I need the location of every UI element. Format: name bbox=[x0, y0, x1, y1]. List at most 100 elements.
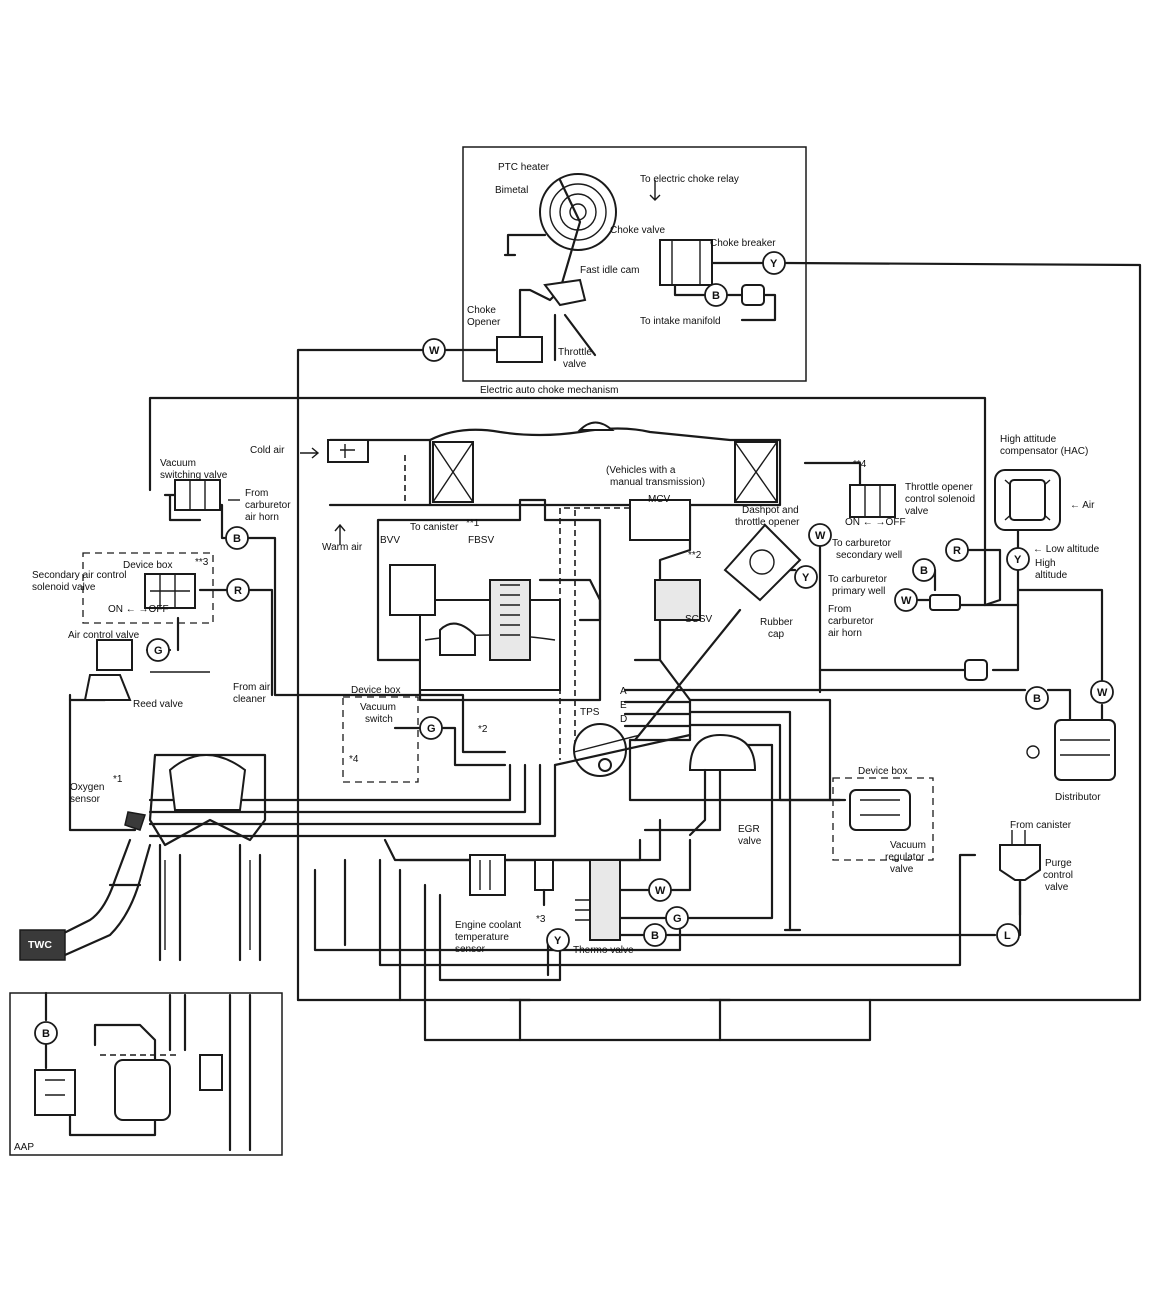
label-port-d: D bbox=[620, 714, 627, 725]
label-vacuum-regulator-2: regulator bbox=[885, 852, 925, 863]
tag-w-distributor: W bbox=[1090, 680, 1114, 704]
label-vehicles-mt: (Vehicles with a bbox=[606, 465, 676, 476]
label-vacuum-switching-valve-2: switching valve bbox=[160, 470, 228, 481]
svg-text:R: R bbox=[234, 585, 242, 597]
secondary-air-solenoid bbox=[144, 573, 196, 609]
label-star3-bottom: *3 bbox=[536, 914, 546, 925]
carburetor-body bbox=[376, 498, 842, 862]
svg-text:Y: Y bbox=[1014, 554, 1022, 566]
label-thermo-valve: Thermo valve bbox=[573, 945, 634, 956]
label-aap: AAP bbox=[14, 1142, 34, 1153]
label-throttle-opener-2: control solenoid bbox=[905, 494, 975, 505]
label-device-box-mid: Device box bbox=[351, 685, 400, 696]
label-from-air-cleaner-2: cleaner bbox=[233, 694, 266, 705]
svg-text:Y: Y bbox=[554, 935, 562, 947]
device-box-right-frame bbox=[832, 777, 934, 861]
label-purge-3: valve bbox=[1045, 882, 1069, 893]
svg-text:W: W bbox=[901, 595, 912, 607]
label-choke-opener-2: Opener bbox=[467, 317, 501, 328]
label-star4-mid: *4 bbox=[349, 754, 359, 765]
label-device-box-right: Device box bbox=[858, 766, 907, 777]
label-vehicles-mt-2: manual transmission) bbox=[610, 477, 705, 488]
flow-arrows bbox=[228, 180, 661, 545]
label-from-carb-air-horn-left-2: carburetor bbox=[245, 500, 291, 511]
svg-text:G: G bbox=[154, 645, 163, 657]
label-to-intake-manifold: To intake manifold bbox=[640, 316, 721, 327]
tag-y-hac: Y bbox=[1006, 547, 1030, 571]
tag-b-thermo: B bbox=[643, 923, 667, 947]
label-engine-coolant-2: temperature bbox=[455, 932, 509, 943]
label-star1-top: **1 bbox=[466, 518, 480, 529]
label-to-canister: To canister bbox=[410, 522, 459, 533]
label-air: ← Air bbox=[1070, 500, 1095, 511]
purge-control-valve-body bbox=[999, 830, 1041, 881]
svg-text:B: B bbox=[712, 290, 720, 302]
hose-fittings bbox=[508, 594, 988, 1002]
label-low-altitude: ← Low altitude bbox=[1033, 544, 1100, 555]
label-egr-valve-2: valve bbox=[738, 836, 762, 847]
label-hac: High attitude bbox=[1000, 434, 1057, 445]
tag-y-choke: Y bbox=[762, 251, 786, 275]
tag-w-primary: W bbox=[894, 588, 918, 612]
label-high-altitude-2: altitude bbox=[1035, 570, 1068, 581]
sensor-thermo-group bbox=[469, 854, 621, 941]
label-star2-top: **2 bbox=[688, 550, 702, 561]
air-control-reed-valve bbox=[83, 639, 133, 701]
tag-w-right: W bbox=[808, 523, 832, 547]
label-choke-valve: Choke valve bbox=[610, 225, 665, 236]
label-reed-valve: Reed valve bbox=[133, 699, 183, 710]
device-box-top-frame bbox=[82, 552, 214, 624]
tag-w-thermo: W bbox=[648, 878, 672, 902]
throttle-opener-solenoid bbox=[849, 484, 896, 518]
label-vacuum-switching-valve: Vacuum bbox=[160, 458, 196, 469]
label-oxygen-sensor-2: sensor bbox=[70, 794, 101, 805]
svg-text:L: L bbox=[1004, 930, 1011, 942]
tag-w-opener: W bbox=[422, 338, 446, 362]
label-purge-2: control bbox=[1043, 870, 1073, 881]
tag-g-air-control: G bbox=[146, 638, 170, 662]
label-oxygen-sensor: Oxygen bbox=[70, 782, 104, 793]
aap-detail bbox=[34, 993, 252, 1152]
label-ptc-heater: PTC heater bbox=[498, 162, 550, 173]
svg-text:W: W bbox=[1097, 687, 1108, 699]
label-distributor: Distributor bbox=[1055, 792, 1101, 803]
label-bvv: BVV bbox=[380, 535, 400, 546]
svg-text:B: B bbox=[42, 1028, 50, 1040]
label-fbsv: FBSV bbox=[468, 535, 494, 546]
label-air-control-valve: Air control valve bbox=[68, 630, 140, 641]
svg-text:W: W bbox=[815, 530, 826, 542]
svg-text:G: G bbox=[427, 723, 436, 735]
label-choke-opener: Choke bbox=[467, 305, 496, 316]
label-star3-left: **3 bbox=[195, 557, 209, 568]
svg-text:B: B bbox=[651, 930, 659, 942]
label-mcv: MCV bbox=[648, 494, 671, 505]
electric-choke-assembly bbox=[496, 173, 765, 363]
label-device-box-top: Device box bbox=[123, 560, 172, 571]
label-dashpot-2: throttle opener bbox=[735, 517, 800, 528]
svg-text:B: B bbox=[920, 565, 928, 577]
label-to-carb-secondary: To carburetor bbox=[832, 538, 892, 549]
label-egr-valve: EGR bbox=[738, 824, 760, 835]
tag-y-dashpot: Y bbox=[794, 565, 818, 589]
label-engine-coolant-3: sensor bbox=[455, 944, 486, 955]
label-star4-top: **4 bbox=[853, 459, 867, 470]
aap-frame bbox=[9, 992, 283, 1156]
carburetor-air-cleaner bbox=[327, 421, 782, 507]
tag-g-thermo: G bbox=[665, 906, 689, 930]
dashpot-throttle-opener bbox=[723, 523, 802, 602]
tag-y-thermo: Y bbox=[546, 928, 570, 952]
label-from-carb-right: From bbox=[828, 604, 851, 615]
svg-text:W: W bbox=[429, 345, 440, 357]
label-to-carb-secondary-2: secondary well bbox=[836, 550, 902, 561]
svg-text:B: B bbox=[1033, 693, 1041, 705]
label-warm-air: Warm air bbox=[322, 542, 363, 553]
tag-l-purge: L bbox=[996, 923, 1020, 947]
label-throttle-valve: Throttle bbox=[558, 347, 592, 358]
tag-g-vacuum-switch: G bbox=[419, 716, 443, 740]
label-secondary-air: Secondary air control bbox=[32, 570, 127, 581]
label-secondary-air-2: solenoid valve bbox=[32, 582, 96, 593]
label-fast-idle-cam: Fast idle cam bbox=[580, 265, 639, 276]
label-from-carb-right-3: air horn bbox=[828, 628, 862, 639]
engine-block bbox=[19, 753, 267, 962]
